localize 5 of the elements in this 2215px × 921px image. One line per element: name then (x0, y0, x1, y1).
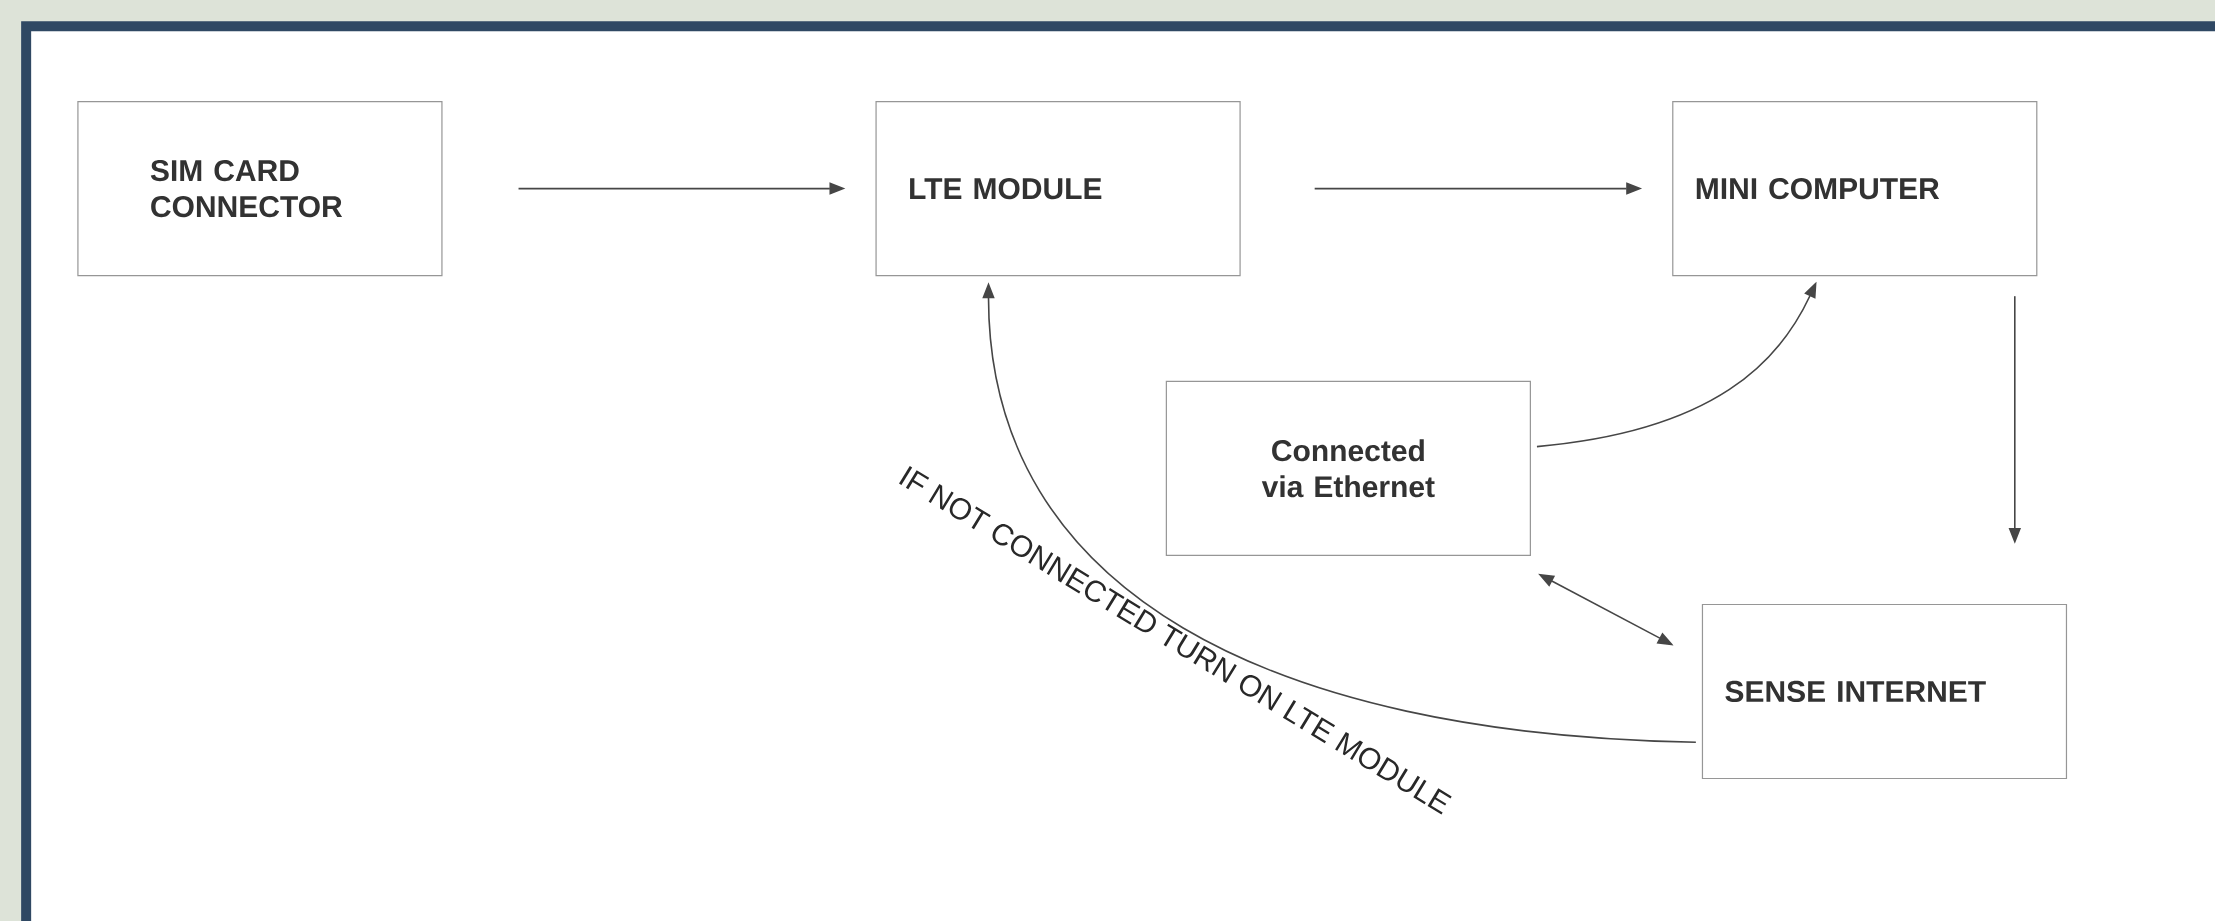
process-box: Connected via Ethernet (1165, 380, 1531, 556)
process-box: SIM CARD CONNECTOR (77, 101, 443, 277)
process-box: LTE MODULE (875, 101, 1241, 277)
process-box: SENSE INTERNET (1701, 603, 2068, 780)
process-box: MINI COMPUTER (1672, 101, 2038, 277)
